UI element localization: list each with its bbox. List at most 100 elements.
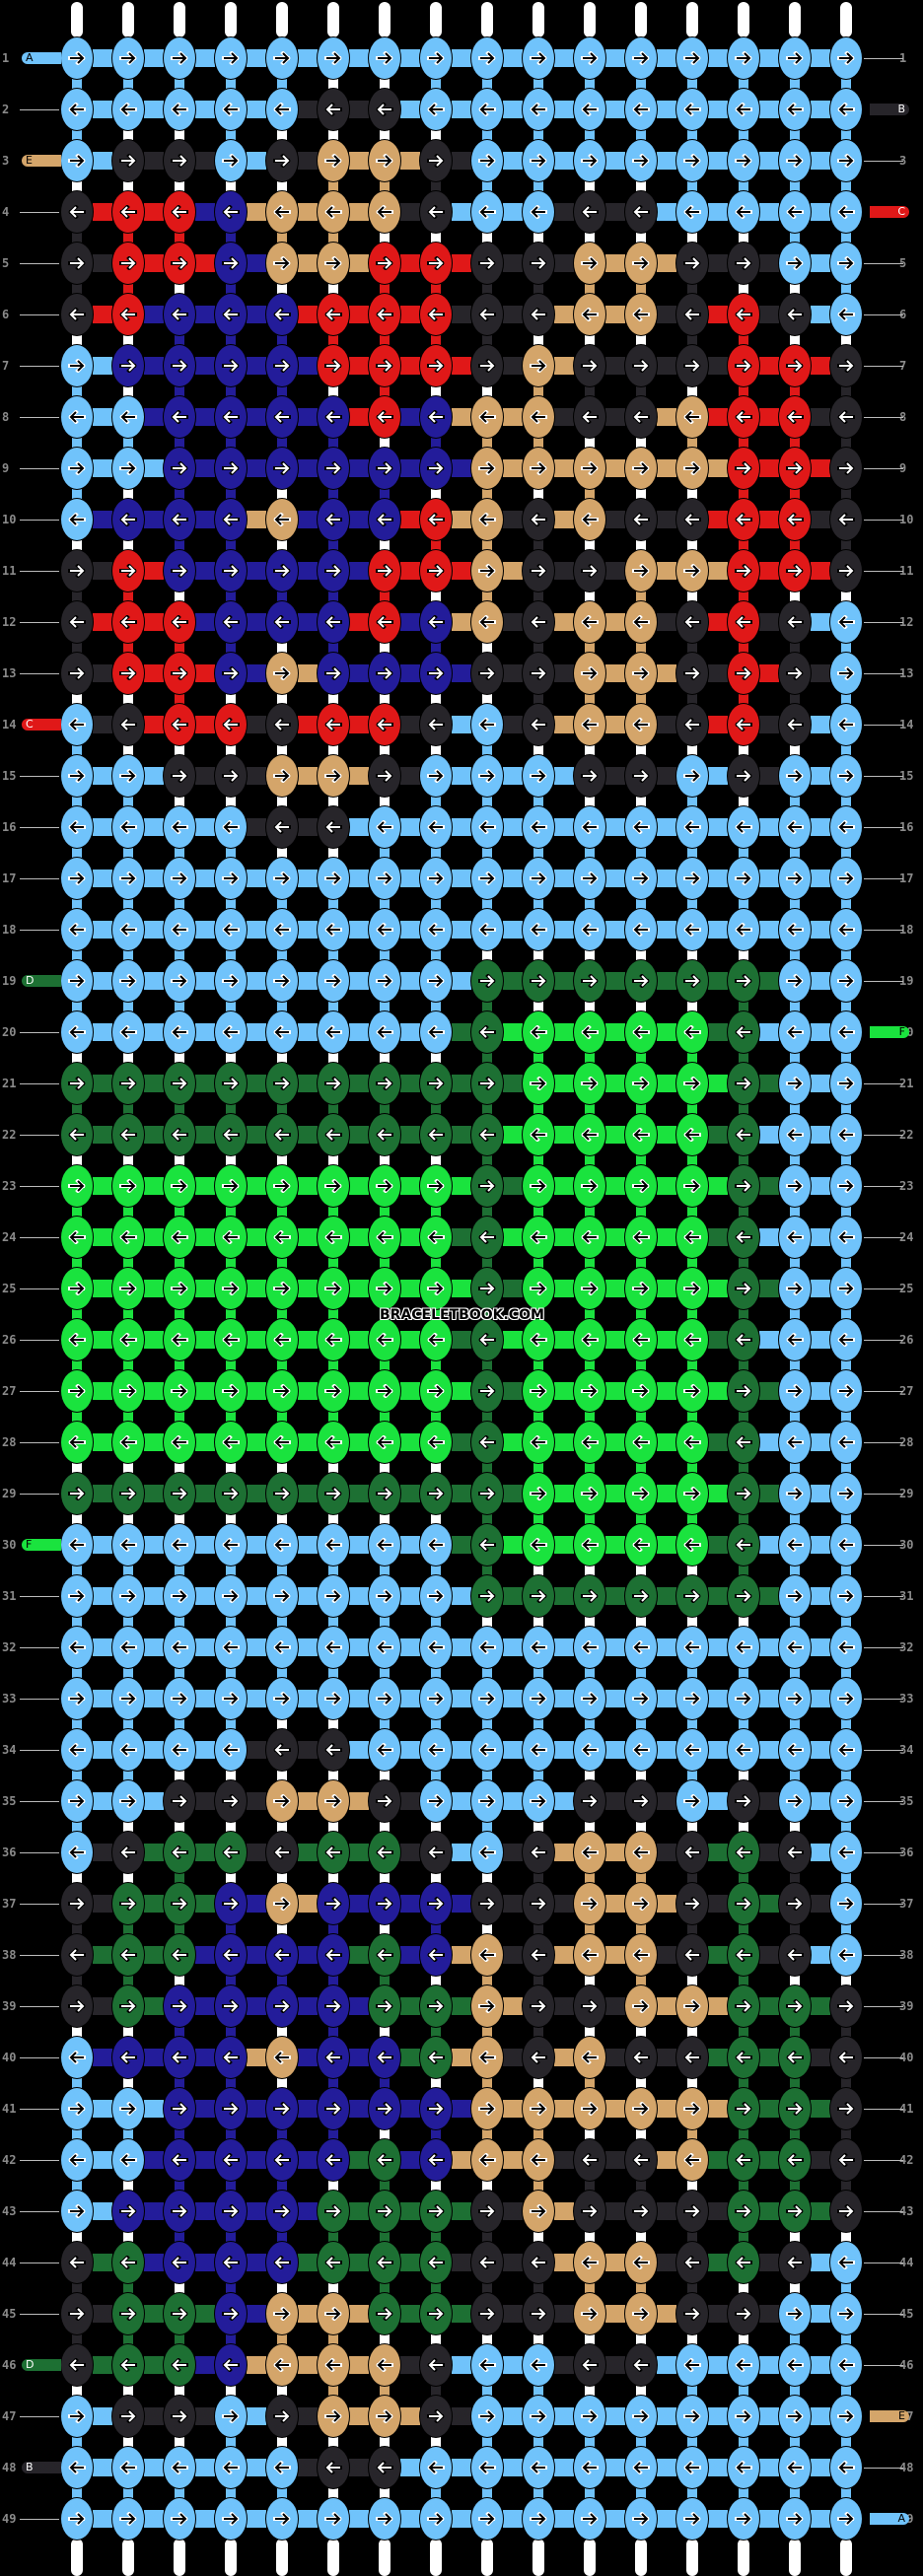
knot-left[interactable] (624, 1831, 658, 1874)
knot-right[interactable] (317, 2497, 350, 2541)
knot-right[interactable] (829, 1677, 863, 1720)
knot-left[interactable] (214, 2241, 248, 2284)
knot-left[interactable] (111, 1933, 145, 1977)
knot-left[interactable] (214, 293, 248, 336)
knot-left[interactable] (573, 1626, 606, 1669)
knot-right[interactable] (829, 36, 863, 80)
knot-left[interactable] (573, 1933, 606, 1977)
knot-right[interactable] (829, 754, 863, 798)
knot-left[interactable] (368, 293, 401, 336)
knot-right[interactable] (214, 1267, 248, 1310)
knot-right[interactable] (573, 1062, 606, 1105)
knot-right[interactable] (778, 1062, 812, 1105)
knot-left[interactable] (727, 600, 760, 644)
knot-right[interactable] (727, 2190, 760, 2233)
knot-left[interactable] (265, 498, 299, 541)
knot-left[interactable] (419, 2241, 453, 2284)
knot-right[interactable] (778, 1574, 812, 1618)
knot-right[interactable] (214, 1472, 248, 1515)
knot-right[interactable] (265, 1472, 299, 1515)
knot-right[interactable] (265, 242, 299, 285)
knot-left[interactable] (111, 2036, 145, 2079)
knot-right[interactable] (111, 754, 145, 798)
knot-left[interactable] (163, 88, 196, 131)
knot-right[interactable] (214, 1062, 248, 1105)
knot-right[interactable] (778, 242, 812, 285)
knot-right[interactable] (60, 1574, 94, 1618)
knot-right[interactable] (829, 549, 863, 592)
knot-left[interactable] (470, 395, 504, 439)
knot-left[interactable] (573, 293, 606, 336)
knot-right[interactable] (265, 549, 299, 592)
knot-right[interactable] (265, 2292, 299, 2335)
knot-left[interactable] (368, 1933, 401, 1977)
knot-left[interactable] (419, 2138, 453, 2182)
knot-left[interactable] (675, 293, 709, 336)
knot-left[interactable] (727, 2138, 760, 2182)
knot-right[interactable] (163, 139, 196, 182)
knot-right[interactable] (470, 2395, 504, 2438)
knot-left[interactable] (111, 395, 145, 439)
knot-right[interactable] (214, 549, 248, 592)
knot-left[interactable] (470, 2241, 504, 2284)
knot-left[interactable] (522, 805, 555, 849)
knot-right[interactable] (214, 2395, 248, 2438)
knot-right[interactable] (727, 2497, 760, 2541)
knot-left[interactable] (163, 1626, 196, 1669)
knot-left[interactable] (573, 703, 606, 746)
knot-right[interactable] (317, 1882, 350, 1925)
knot-left[interactable] (470, 805, 504, 849)
knot-right[interactable] (111, 2292, 145, 2335)
knot-right[interactable] (163, 1369, 196, 1413)
knot-left[interactable] (265, 1010, 299, 1054)
knot-left[interactable] (265, 908, 299, 951)
knot-right[interactable] (214, 652, 248, 695)
knot-left[interactable] (675, 395, 709, 439)
knot-left[interactable] (675, 1831, 709, 1874)
knot-left[interactable] (675, 600, 709, 644)
knot-right[interactable] (778, 1984, 812, 2028)
knot-left[interactable] (522, 2241, 555, 2284)
knot-left[interactable] (60, 1626, 94, 1669)
knot-left[interactable] (778, 1318, 812, 1361)
knot-left[interactable] (675, 908, 709, 951)
knot-right[interactable] (368, 652, 401, 695)
knot-left[interactable] (727, 395, 760, 439)
knot-left[interactable] (265, 1421, 299, 1464)
knot-right[interactable] (624, 754, 658, 798)
knot-right[interactable] (265, 754, 299, 798)
knot-right[interactable] (265, 1574, 299, 1618)
knot-left[interactable] (778, 2241, 812, 2284)
knot-left[interactable] (573, 2036, 606, 2079)
knot-left[interactable] (522, 1728, 555, 1772)
knot-right[interactable] (624, 1369, 658, 1413)
knot-right[interactable] (419, 344, 453, 387)
knot-right[interactable] (368, 2190, 401, 2233)
knot-left[interactable] (60, 1831, 94, 1874)
knot-right[interactable] (317, 2395, 350, 2438)
knot-left[interactable] (317, 600, 350, 644)
knot-right[interactable] (624, 652, 658, 695)
knot-left[interactable] (829, 1421, 863, 1464)
knot-left[interactable] (265, 395, 299, 439)
knot-right[interactable] (163, 652, 196, 695)
knot-right[interactable] (522, 1472, 555, 1515)
knot-left[interactable] (522, 1216, 555, 1259)
knot-right[interactable] (317, 1984, 350, 2028)
knot-left[interactable] (522, 1318, 555, 1361)
knot-left[interactable] (829, 1933, 863, 1977)
knot-left[interactable] (470, 2446, 504, 2489)
knot-right[interactable] (317, 1574, 350, 1618)
knot-left[interactable] (470, 1113, 504, 1156)
knot-right[interactable] (778, 1369, 812, 1413)
knot-left[interactable] (727, 1216, 760, 1259)
knot-left[interactable] (522, 703, 555, 746)
knot-left[interactable] (265, 703, 299, 746)
knot-right[interactable] (522, 1779, 555, 1823)
knot-right[interactable] (624, 1677, 658, 1720)
knot-right[interactable] (675, 1882, 709, 1925)
knot-right[interactable] (675, 1472, 709, 1515)
knot-left[interactable] (573, 1318, 606, 1361)
knot-right[interactable] (265, 139, 299, 182)
knot-right[interactable] (111, 1369, 145, 1413)
